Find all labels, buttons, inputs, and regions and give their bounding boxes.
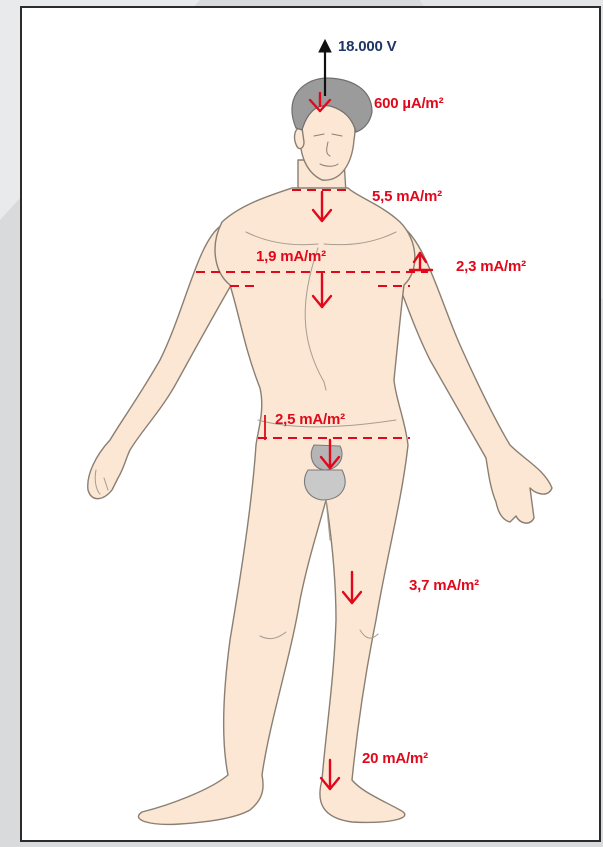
chest-current-density-label: 1,9 mA/m² [256,248,326,265]
pelvis-current-density-label: 2,5 mA/m² [275,411,345,428]
left-ear [295,128,304,149]
thigh-current-density-label: 3,7 mA/m² [409,577,479,594]
groin-lower [304,470,345,500]
torso-and-legs [138,188,414,824]
arm-current-density-label: 2,3 mA/m² [456,258,526,275]
ankle-current-density-label: 20 mA/m² [362,750,428,767]
neck-current-density-label: 5,5 mA/m² [372,188,442,205]
source-voltage-label: 18.000 V [338,38,396,55]
head-current-density-label: 600 µA/m² [374,95,443,112]
